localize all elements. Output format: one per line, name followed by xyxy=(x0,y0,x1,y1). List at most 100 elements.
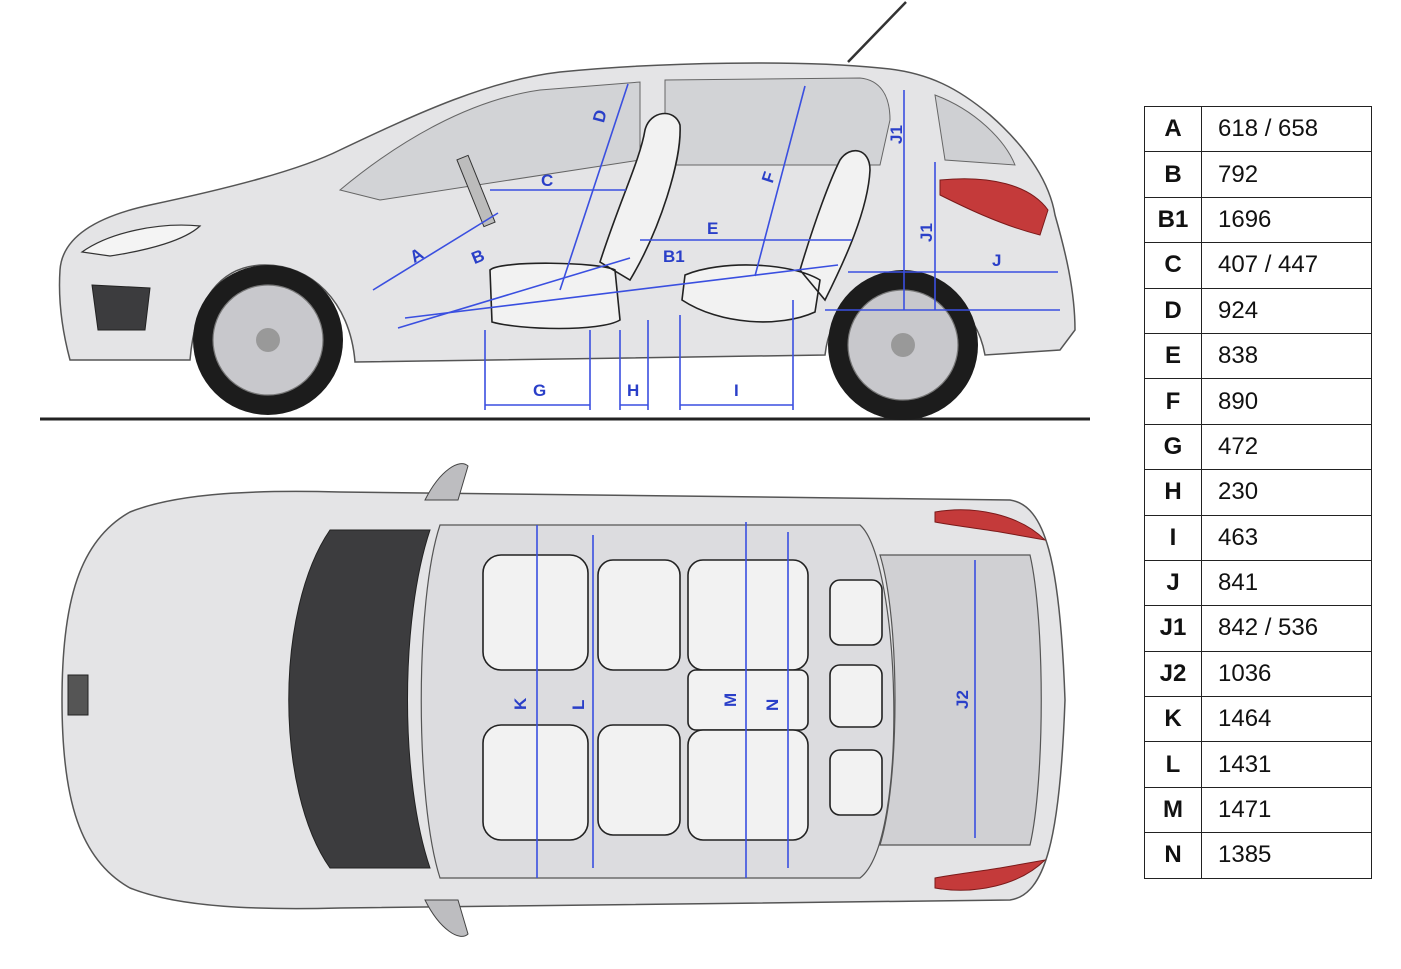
side-front-grille xyxy=(91,284,151,331)
spec-key: J xyxy=(1144,559,1202,607)
side-headlight xyxy=(80,224,202,257)
car-dimension-diagram: A B B1 C D E F G H I J J1 J1 xyxy=(40,1,1090,937)
dim-label-J: J xyxy=(992,251,1001,270)
windshield xyxy=(288,529,431,869)
car-side-view xyxy=(40,1,1090,421)
dim-label-L: L xyxy=(569,700,588,710)
dim-label-M: M xyxy=(721,693,740,707)
door-marker xyxy=(456,154,496,228)
dim-label-N: N xyxy=(763,699,782,711)
spec-key: G xyxy=(1144,423,1202,471)
spec-key: F xyxy=(1144,378,1202,425)
spec-value: 1036 xyxy=(1201,650,1372,698)
spec-key: J2 xyxy=(1144,650,1202,698)
front-headrest-right xyxy=(597,724,681,836)
spec-key: H xyxy=(1144,469,1202,516)
antenna xyxy=(847,1,907,63)
side-window-front xyxy=(338,81,641,201)
dim-label-H: H xyxy=(627,381,639,400)
dim-label-D: D xyxy=(589,108,611,125)
front-wheel xyxy=(193,265,343,415)
spec-key: N xyxy=(1144,832,1202,879)
spec-value: 792 xyxy=(1201,151,1372,198)
dim-label-K: K xyxy=(511,697,530,710)
spec-value: 1385 xyxy=(1201,832,1372,879)
dim-label-G: G xyxy=(533,381,546,400)
spec-key: E xyxy=(1144,332,1202,380)
rear-wheel xyxy=(828,270,978,420)
spec-value: 618 / 658 xyxy=(1201,105,1372,153)
spec-key: D xyxy=(1144,287,1202,334)
side-window-rear xyxy=(664,77,891,166)
spec-value: 230 xyxy=(1201,469,1372,516)
dim-label-E: E xyxy=(707,219,718,238)
dim-label-J2: J2 xyxy=(953,690,972,709)
rear-bench-center xyxy=(687,669,809,731)
spec-key: J1 xyxy=(1144,605,1202,652)
spec-value: 463 xyxy=(1201,514,1372,561)
rear-bench-right xyxy=(687,729,809,841)
spec-key: B1 xyxy=(1144,196,1202,244)
spec-value: 1431 xyxy=(1201,741,1372,788)
rear-hatch xyxy=(879,554,1042,846)
dim-label-B1: B1 xyxy=(663,247,685,266)
spec-key: M xyxy=(1144,786,1202,834)
left-mirror xyxy=(424,463,469,501)
spec-key: L xyxy=(1144,741,1202,788)
spec-key: K xyxy=(1144,696,1202,743)
dim-label-I: I xyxy=(734,381,739,400)
spec-value: 890 xyxy=(1201,378,1372,425)
spec-value: 842 / 536 xyxy=(1201,605,1372,652)
spec-key: C xyxy=(1144,242,1202,289)
rear-bench-left xyxy=(687,559,809,671)
dim-label-J1-upper: J1 xyxy=(887,125,906,144)
dim-label-C: C xyxy=(541,171,553,190)
front-headrest-left xyxy=(597,559,681,671)
front-seat-side xyxy=(489,112,681,330)
top-dimensions xyxy=(536,522,976,878)
front-seat-left-top xyxy=(482,554,589,671)
spec-value: 472 xyxy=(1201,423,1372,471)
spec-value: 1696 xyxy=(1201,196,1372,244)
front-seat-right-top xyxy=(482,724,589,841)
rear-window xyxy=(934,94,1016,166)
rear-headrest-left xyxy=(829,579,883,646)
top-dimension-labels: K L M N J2 xyxy=(511,690,972,711)
spec-value: 1464 xyxy=(1201,696,1372,743)
spec-value: 407 / 447 xyxy=(1201,242,1372,289)
dim-label-J1-lower: J1 xyxy=(917,223,936,242)
rear-headrest-center xyxy=(829,664,883,728)
top-tail-light-right xyxy=(934,859,1047,891)
spec-value: 924 xyxy=(1201,287,1372,334)
car-top-view xyxy=(61,463,1066,937)
spec-key: B xyxy=(1144,151,1202,198)
spec-key: I xyxy=(1144,514,1202,561)
top-tail-light-left xyxy=(934,509,1047,541)
brand-logo xyxy=(67,674,89,716)
spec-value: 838 xyxy=(1201,332,1372,380)
side-dimensions xyxy=(372,83,1060,410)
spec-value: 841 xyxy=(1201,559,1372,607)
spec-key: A xyxy=(1144,105,1202,153)
rear-headrest-right xyxy=(829,749,883,816)
side-tail-light xyxy=(939,178,1049,236)
right-mirror xyxy=(424,899,469,937)
